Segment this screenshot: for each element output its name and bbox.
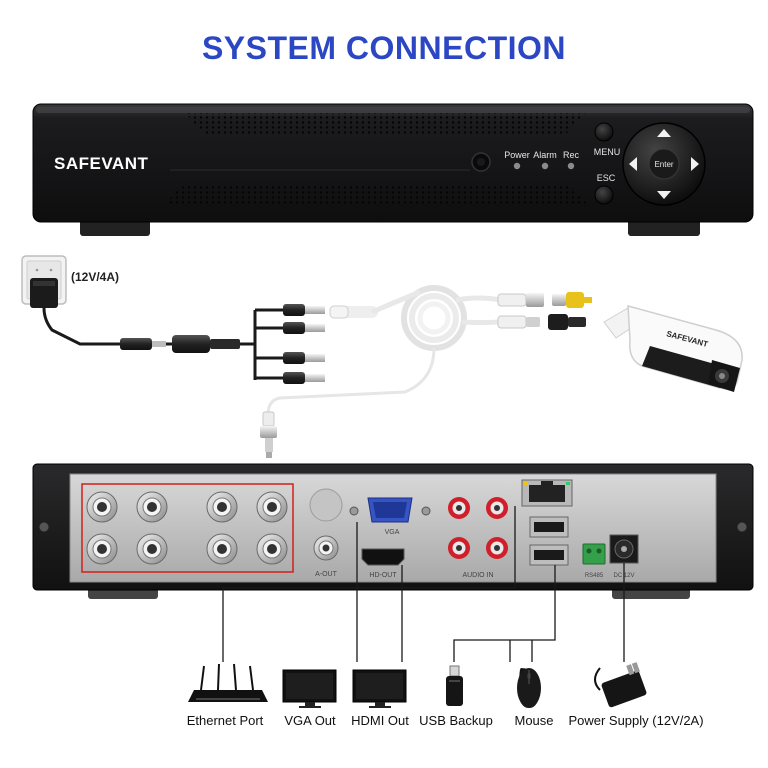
line-ethernet [222, 506, 516, 662]
dc-splitter-input [172, 335, 210, 353]
audio-out-label: A-OUT [315, 571, 338, 578]
dvr-back-panel: A-OUT VGA HD-OUT AUDIO IN [32, 463, 754, 599]
blank-knockout [309, 488, 343, 522]
led-power [513, 162, 521, 170]
bnc-video-inputs [86, 491, 288, 565]
label-mouse: Mouse [514, 713, 554, 728]
dvr-brand-logo: SAFEVANT [54, 154, 148, 173]
camera-power-plug [548, 314, 568, 330]
vga-label: VGA [385, 529, 400, 536]
bullet-camera: SAFEVANT [603, 305, 743, 392]
label-vga-out: VGA Out [284, 713, 336, 728]
camera-bnc-connector [552, 294, 566, 306]
adapter-rating-label: (12V/4A) [71, 270, 119, 284]
esc-label: ESC [597, 173, 616, 183]
camera-video-plug [566, 292, 584, 308]
router-icon [188, 663, 268, 702]
audio-in-ports[interactable] [448, 497, 508, 559]
hdmi-port[interactable] [361, 548, 405, 566]
power-supply-adapter-icon [594, 662, 647, 708]
usb-drive-icon [446, 665, 463, 706]
dc-splitter-plugs [283, 304, 325, 384]
dc-splitter-branches [240, 308, 285, 380]
esc-button[interactable] [594, 185, 614, 205]
rs485-label: RS485 [585, 573, 604, 579]
arrow-up-icon[interactable] [657, 129, 671, 137]
label-hdmi-out: HDMI Out [351, 713, 409, 728]
page-title: SYSTEM CONNECTION [201, 30, 567, 66]
arrow-right-icon[interactable] [691, 157, 699, 171]
dc-plug-male [120, 338, 152, 350]
menu-label: MENU [594, 147, 621, 157]
enter-label: Enter [654, 160, 673, 169]
hdmi-monitor-icon [352, 669, 407, 708]
line-usb [453, 565, 556, 662]
led-alarm [541, 162, 549, 170]
label-usb-backup: USB Backup [419, 713, 493, 728]
video-input-group [81, 483, 294, 573]
audio-out-port[interactable] [313, 535, 339, 561]
audio-in-label: AUDIO IN [462, 572, 493, 579]
led-label-power: Power [504, 150, 530, 160]
line-mouse [509, 640, 533, 662]
enter-button[interactable] [648, 148, 680, 180]
led-rec [567, 162, 575, 170]
connector-lines [222, 506, 625, 662]
led-label-rec: Rec [563, 150, 580, 160]
menu-button[interactable] [594, 122, 614, 142]
led-label-alarm: Alarm [533, 150, 557, 160]
arrow-left-icon[interactable] [629, 157, 637, 171]
adapter-cord [42, 307, 175, 346]
arrow-down-icon[interactable] [657, 191, 671, 199]
front-vent-top [185, 113, 585, 135]
dvr-front-panel: Power Alarm Rec MENU ESC Enter SAFEVANT [32, 103, 754, 236]
siamese-cable [260, 285, 592, 458]
label-power-supply: Power Supply (12V/2A) [568, 713, 704, 728]
vga-monitor-icon [282, 669, 337, 708]
power-adapter: (12V/4A) [21, 255, 119, 308]
mouse-icon [517, 668, 541, 708]
hdmi-label: HD-OUT [369, 572, 397, 579]
front-vent-bottom [165, 185, 590, 205]
rs485-terminal[interactable] [582, 543, 606, 565]
label-ethernet-port: Ethernet Port [186, 713, 264, 728]
